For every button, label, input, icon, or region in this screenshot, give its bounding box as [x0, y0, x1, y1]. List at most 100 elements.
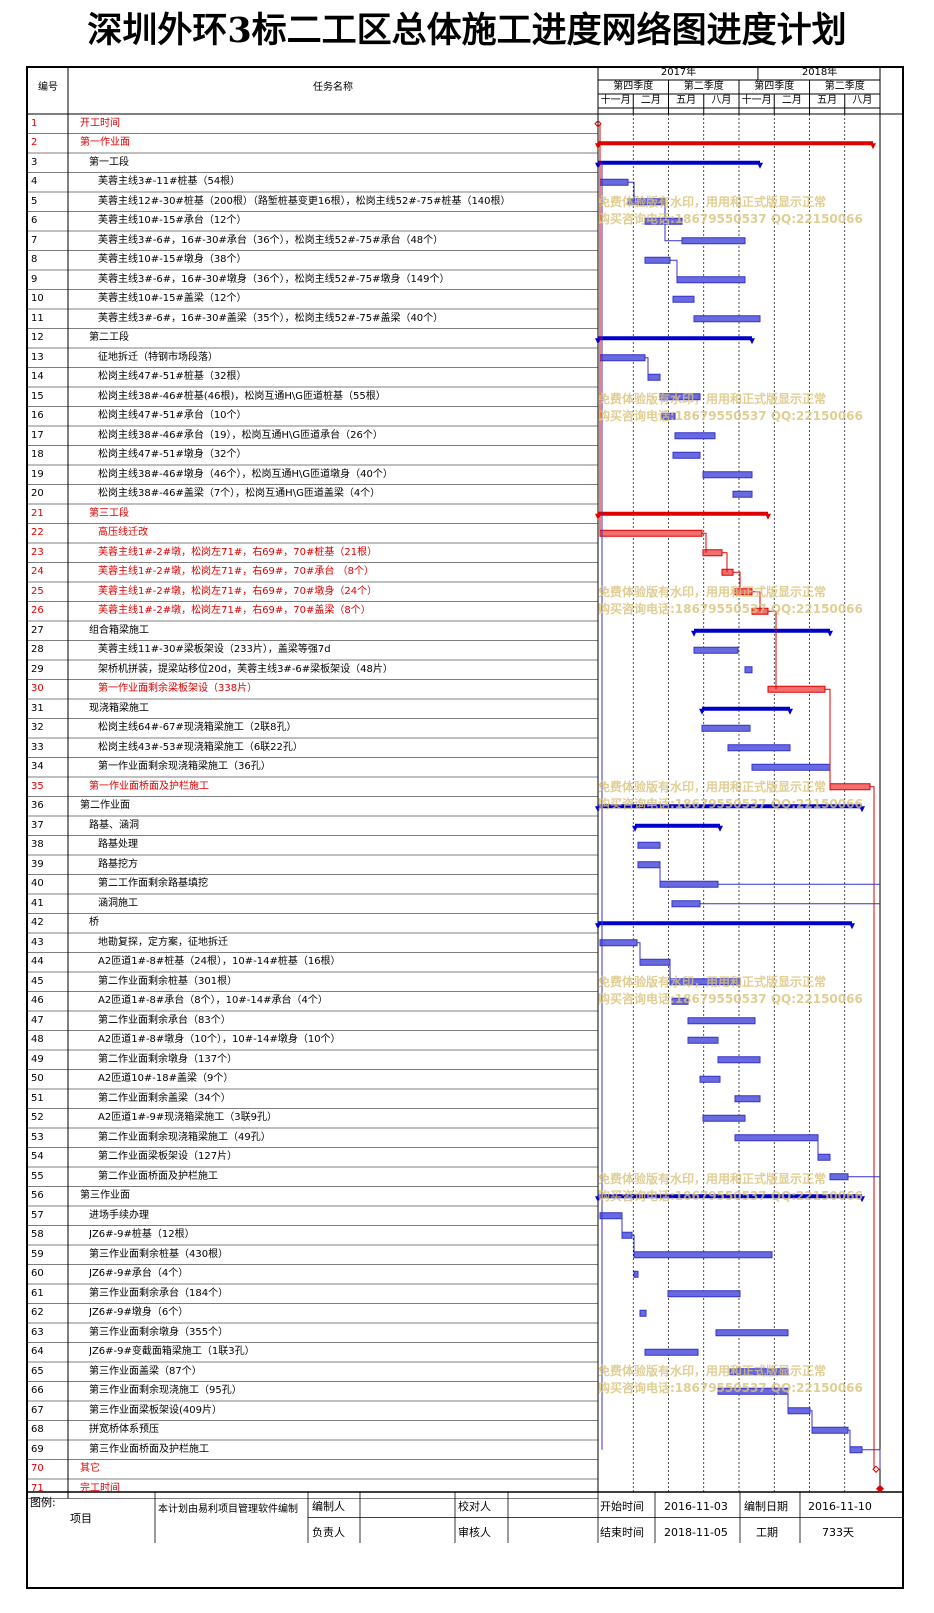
task-name: 芙蓉主线1#-2#墩，松岗左71#，右69#，70#盖梁（8个） — [98, 605, 371, 616]
task-name: 松岗主线43#-53#现浇箱梁施工（6联22孔） — [98, 741, 303, 753]
task-number: 29 — [31, 663, 44, 675]
task-name: 第三作业面剩余墩身（355个） — [89, 1326, 229, 1338]
task-name: 第三作业面梁板架设(409片） — [89, 1404, 222, 1416]
task-bar — [667, 1290, 741, 1298]
compile-date-label: 编制日期 — [744, 1500, 788, 1513]
task-name: 第三作业面 — [80, 1190, 130, 1201]
task-bar — [829, 783, 871, 791]
task-bar — [599, 529, 703, 537]
start-time-value: 2016-11-03 — [664, 1500, 728, 1513]
summary-bar-end — [849, 923, 855, 930]
software-note: 本计划由易利项目管理软件编制 — [158, 1504, 298, 1515]
task-bar — [659, 393, 701, 401]
task-bar — [732, 490, 753, 498]
task-number: 37 — [31, 819, 44, 831]
task-number: 20 — [31, 488, 44, 499]
summary-bar-end — [757, 162, 763, 169]
task-name: 第三作业面剩余现浇施工（95孔） — [89, 1385, 242, 1396]
task-name: 第二作业面剩余现浇箱梁施工（49孔） — [98, 1131, 271, 1143]
task-name: 芙蓉主线10#-15#盖梁（12个） — [98, 293, 247, 304]
task-bar — [621, 1231, 633, 1239]
task-bar — [734, 1134, 819, 1142]
summary-bar-end — [595, 806, 601, 813]
task-number: 42 — [31, 917, 44, 928]
task-number: 7 — [31, 234, 38, 246]
task-name: 第二作业面梁板架设（127片） — [98, 1151, 238, 1162]
summary-bar — [598, 1194, 862, 1199]
task-name: 开工时间 — [80, 117, 120, 129]
task-name: 第一作业面 — [80, 137, 130, 148]
task-number: 5 — [31, 195, 38, 207]
task-number: 45 — [31, 975, 44, 987]
task-name: 第二工作面剩余路基填挖 — [98, 878, 208, 889]
task-name: 芙蓉主线3#-6#，16#-30#承台（36个），松岗主线52#-75#承台（4… — [98, 234, 444, 246]
task-number: 30 — [31, 683, 44, 694]
task-name: 第二作业面 — [80, 800, 130, 811]
end-time-label: 结束时间 — [600, 1526, 644, 1539]
task-name: 芙蓉主线1#-2#墩，松岗左71#，右69#，70#桩基（21根） — [98, 546, 378, 558]
task-bar — [687, 1036, 719, 1044]
task-number: 57 — [31, 1209, 44, 1221]
task-bar — [699, 1075, 721, 1083]
dependency-link — [628, 181, 635, 202]
month-label: 八月 — [852, 95, 873, 106]
task-bar — [751, 763, 831, 771]
task-number: 70 — [31, 1463, 44, 1474]
task-number: 40 — [31, 878, 44, 889]
month-label: 八月 — [711, 95, 732, 106]
task-name: 芙蓉主线3#-11#桩基（54根） — [98, 176, 241, 187]
checker-label: 校对人 — [458, 1500, 491, 1513]
task-bar — [599, 178, 629, 186]
summary-bar — [598, 160, 760, 165]
task-name: 松岗主线47#-51#桩基（32根） — [98, 371, 247, 382]
milestone-marker — [876, 1484, 884, 1493]
task-number: 15 — [31, 390, 44, 402]
task-bar — [787, 1407, 811, 1415]
quarter-label: 第二季度 — [683, 81, 724, 92]
task-name: 第三工段 — [89, 507, 129, 519]
task-name: 芙蓉主线3#-6#，16#-30#墩身（36个），松岗主线52#-75#墩身（1… — [98, 273, 450, 285]
month-label: 五月 — [817, 95, 838, 106]
task-bar — [672, 451, 701, 459]
task-bar — [633, 1251, 773, 1259]
task-name: A2匝道1#-8#墩身（10个），10#-14#墩身（10个） — [98, 1034, 341, 1045]
task-number: 18 — [31, 449, 44, 460]
task-number: 4 — [31, 176, 38, 187]
task-number: 58 — [31, 1229, 44, 1240]
task-bar — [671, 997, 689, 1005]
task-bar — [599, 1212, 623, 1220]
dependency-link — [870, 786, 875, 1470]
task-number: 41 — [31, 897, 44, 909]
summary-bar-end — [717, 825, 723, 832]
task-number: 16 — [31, 410, 44, 421]
task-name: 高压线迁改 — [98, 527, 148, 538]
task-name: 松岗主线38#-46#盖梁（7个），松岗互通H\G匝道盖梁（4个） — [98, 488, 381, 499]
task-number: 13 — [31, 351, 44, 363]
task-number: 60 — [31, 1268, 44, 1279]
duration-label: 工期 — [756, 1526, 778, 1539]
task-name: 第二作业面剩余桩基（301根） — [98, 975, 238, 987]
task-number: 21 — [31, 507, 44, 519]
task-number: 56 — [31, 1190, 44, 1201]
task-name: 第一作业面剩余现浇箱梁施工（36孔） — [98, 761, 271, 772]
task-bar — [734, 588, 753, 596]
task-name: 第三作业面桥面及护栏施工 — [89, 1443, 209, 1455]
task-name: 第二工段 — [89, 332, 129, 343]
task-bar — [702, 471, 753, 479]
task-bar — [599, 939, 638, 947]
task-name: A2匝道1#-8#承台（8个），10#-14#承台（4个） — [98, 995, 328, 1006]
task-bar — [637, 861, 661, 869]
summary-bar-end — [787, 708, 793, 715]
task-number: 19 — [31, 468, 44, 480]
task-name: 芙蓉主线1#-2#墩，松岗左71#，右69#，70#墩身（24个） — [98, 585, 378, 597]
task-name: 松岗主线47#-51#承台（10个） — [98, 410, 247, 421]
summary-bar-end — [827, 630, 833, 637]
task-name: 第二作业面剩余承台（83个） — [98, 1014, 231, 1026]
column-header-number: 编号 — [38, 82, 58, 93]
task-bar — [676, 276, 746, 284]
task-number: 62 — [31, 1307, 44, 1318]
task-number: 8 — [31, 254, 38, 265]
task-name: 拼宽桥体系预压 — [89, 1424, 159, 1435]
month-label: 二月 — [640, 95, 661, 106]
task-bar — [811, 1426, 849, 1434]
